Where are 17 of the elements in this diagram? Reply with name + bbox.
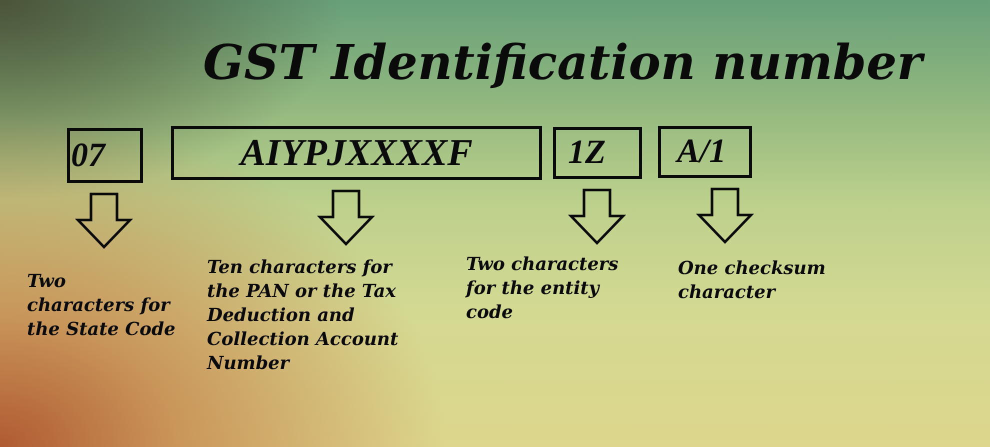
block-arrow [568,188,626,245]
block-arrow [74,192,134,249]
code-text: A/1 [677,135,726,169]
block-arrow [696,188,754,244]
description-text: Ten characters for the PAN or the Tax Deduction and Collection Account Number [207,256,413,376]
code-box [171,126,542,180]
code-text: AIYPJXXXXF [240,134,473,172]
description-text: One checksum character [678,257,846,305]
description-text: Two characters for the State Code [27,270,176,342]
code-text: 07 [71,138,105,172]
description-text: Two characters for the entity code [466,253,638,325]
code-box [67,128,143,183]
block-arrow [316,190,376,246]
code-box [553,127,642,179]
title: GST Identification number [203,37,922,90]
code-box [658,126,752,178]
code-text: 1Z [568,136,606,170]
